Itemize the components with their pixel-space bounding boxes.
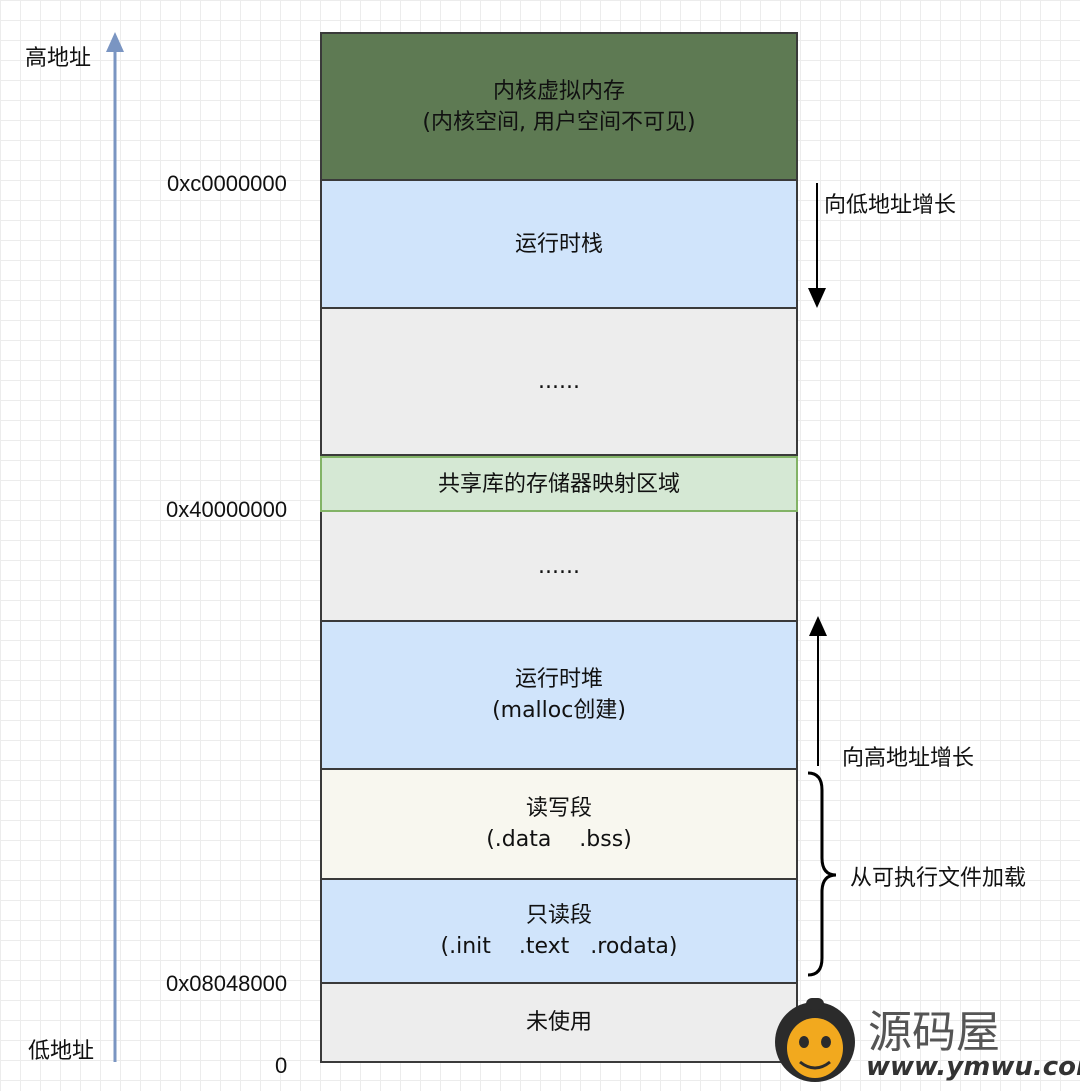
segment-title: 内核虚拟内存	[492, 78, 625, 104]
segment-title: 运行时堆	[514, 667, 603, 692]
segment-title: 读写段	[525, 796, 592, 821]
grows-toward-low-address-label: 向低地址增长	[824, 193, 957, 218]
segment-runtime-stack: 运行时栈	[320, 181, 798, 309]
segment-gap-upper: ......	[320, 309, 798, 456]
grows-toward-high-address-label: 向高地址增长	[842, 746, 975, 771]
segment-title: 运行时栈	[514, 231, 603, 257]
address-text-start: 0x08048000	[166, 971, 288, 996]
segment-title: 共享库的存储器映射区域	[437, 471, 680, 497]
segment-read-write: 读写段 (.data .bss)	[320, 770, 798, 880]
grow-down-arrowhead	[808, 288, 826, 308]
segment-subtitle: (内核空间, 用户空间不可见)	[422, 109, 696, 135]
grow-up-arrowhead	[809, 616, 827, 636]
address-axis-arrowhead	[106, 32, 124, 52]
segment-runtime-heap: 运行时堆 (malloc创建)	[320, 622, 798, 770]
segment-subtitle: (malloc创建)	[492, 698, 626, 723]
segment-subtitle: (.init .text .rodata)	[440, 934, 678, 959]
loaded-from-executable-label: 从可执行文件加载	[850, 866, 1027, 891]
low-address-label: 低地址	[28, 1039, 95, 1064]
segment-title: ......	[538, 369, 580, 394]
segment-gap-lower: ......	[320, 512, 798, 622]
watermark-name: 源码屋	[868, 1007, 1000, 1058]
segment-title: 未使用	[525, 1010, 592, 1035]
watermark-url: www.ymwu.com	[866, 1052, 1080, 1082]
address-zero: 0	[275, 1053, 288, 1078]
high-address-label: 高地址	[25, 46, 92, 71]
segment-shared-library-mapping: 共享库的存储器映射区域	[320, 456, 798, 512]
segment-title: 只读段	[525, 903, 592, 928]
segment-subtitle: (.data .bss)	[486, 827, 632, 852]
segment-title: ......	[538, 553, 580, 579]
load-brace	[807, 771, 837, 977]
watermark: 源码屋 www.ymwu.com	[770, 990, 1080, 1086]
address-shared-lib-boundary: 0x40000000	[166, 497, 288, 522]
segment-unused: 未使用	[320, 984, 798, 1063]
monkey-logo-icon	[775, 998, 855, 1082]
segment-read-only: 只读段 (.init .text .rodata)	[320, 880, 798, 984]
segment-kernel-virtual-memory: 内核虚拟内存 (内核空间, 用户空间不可见)	[320, 32, 798, 181]
address-kernel-boundary: 0xc0000000	[167, 171, 287, 196]
